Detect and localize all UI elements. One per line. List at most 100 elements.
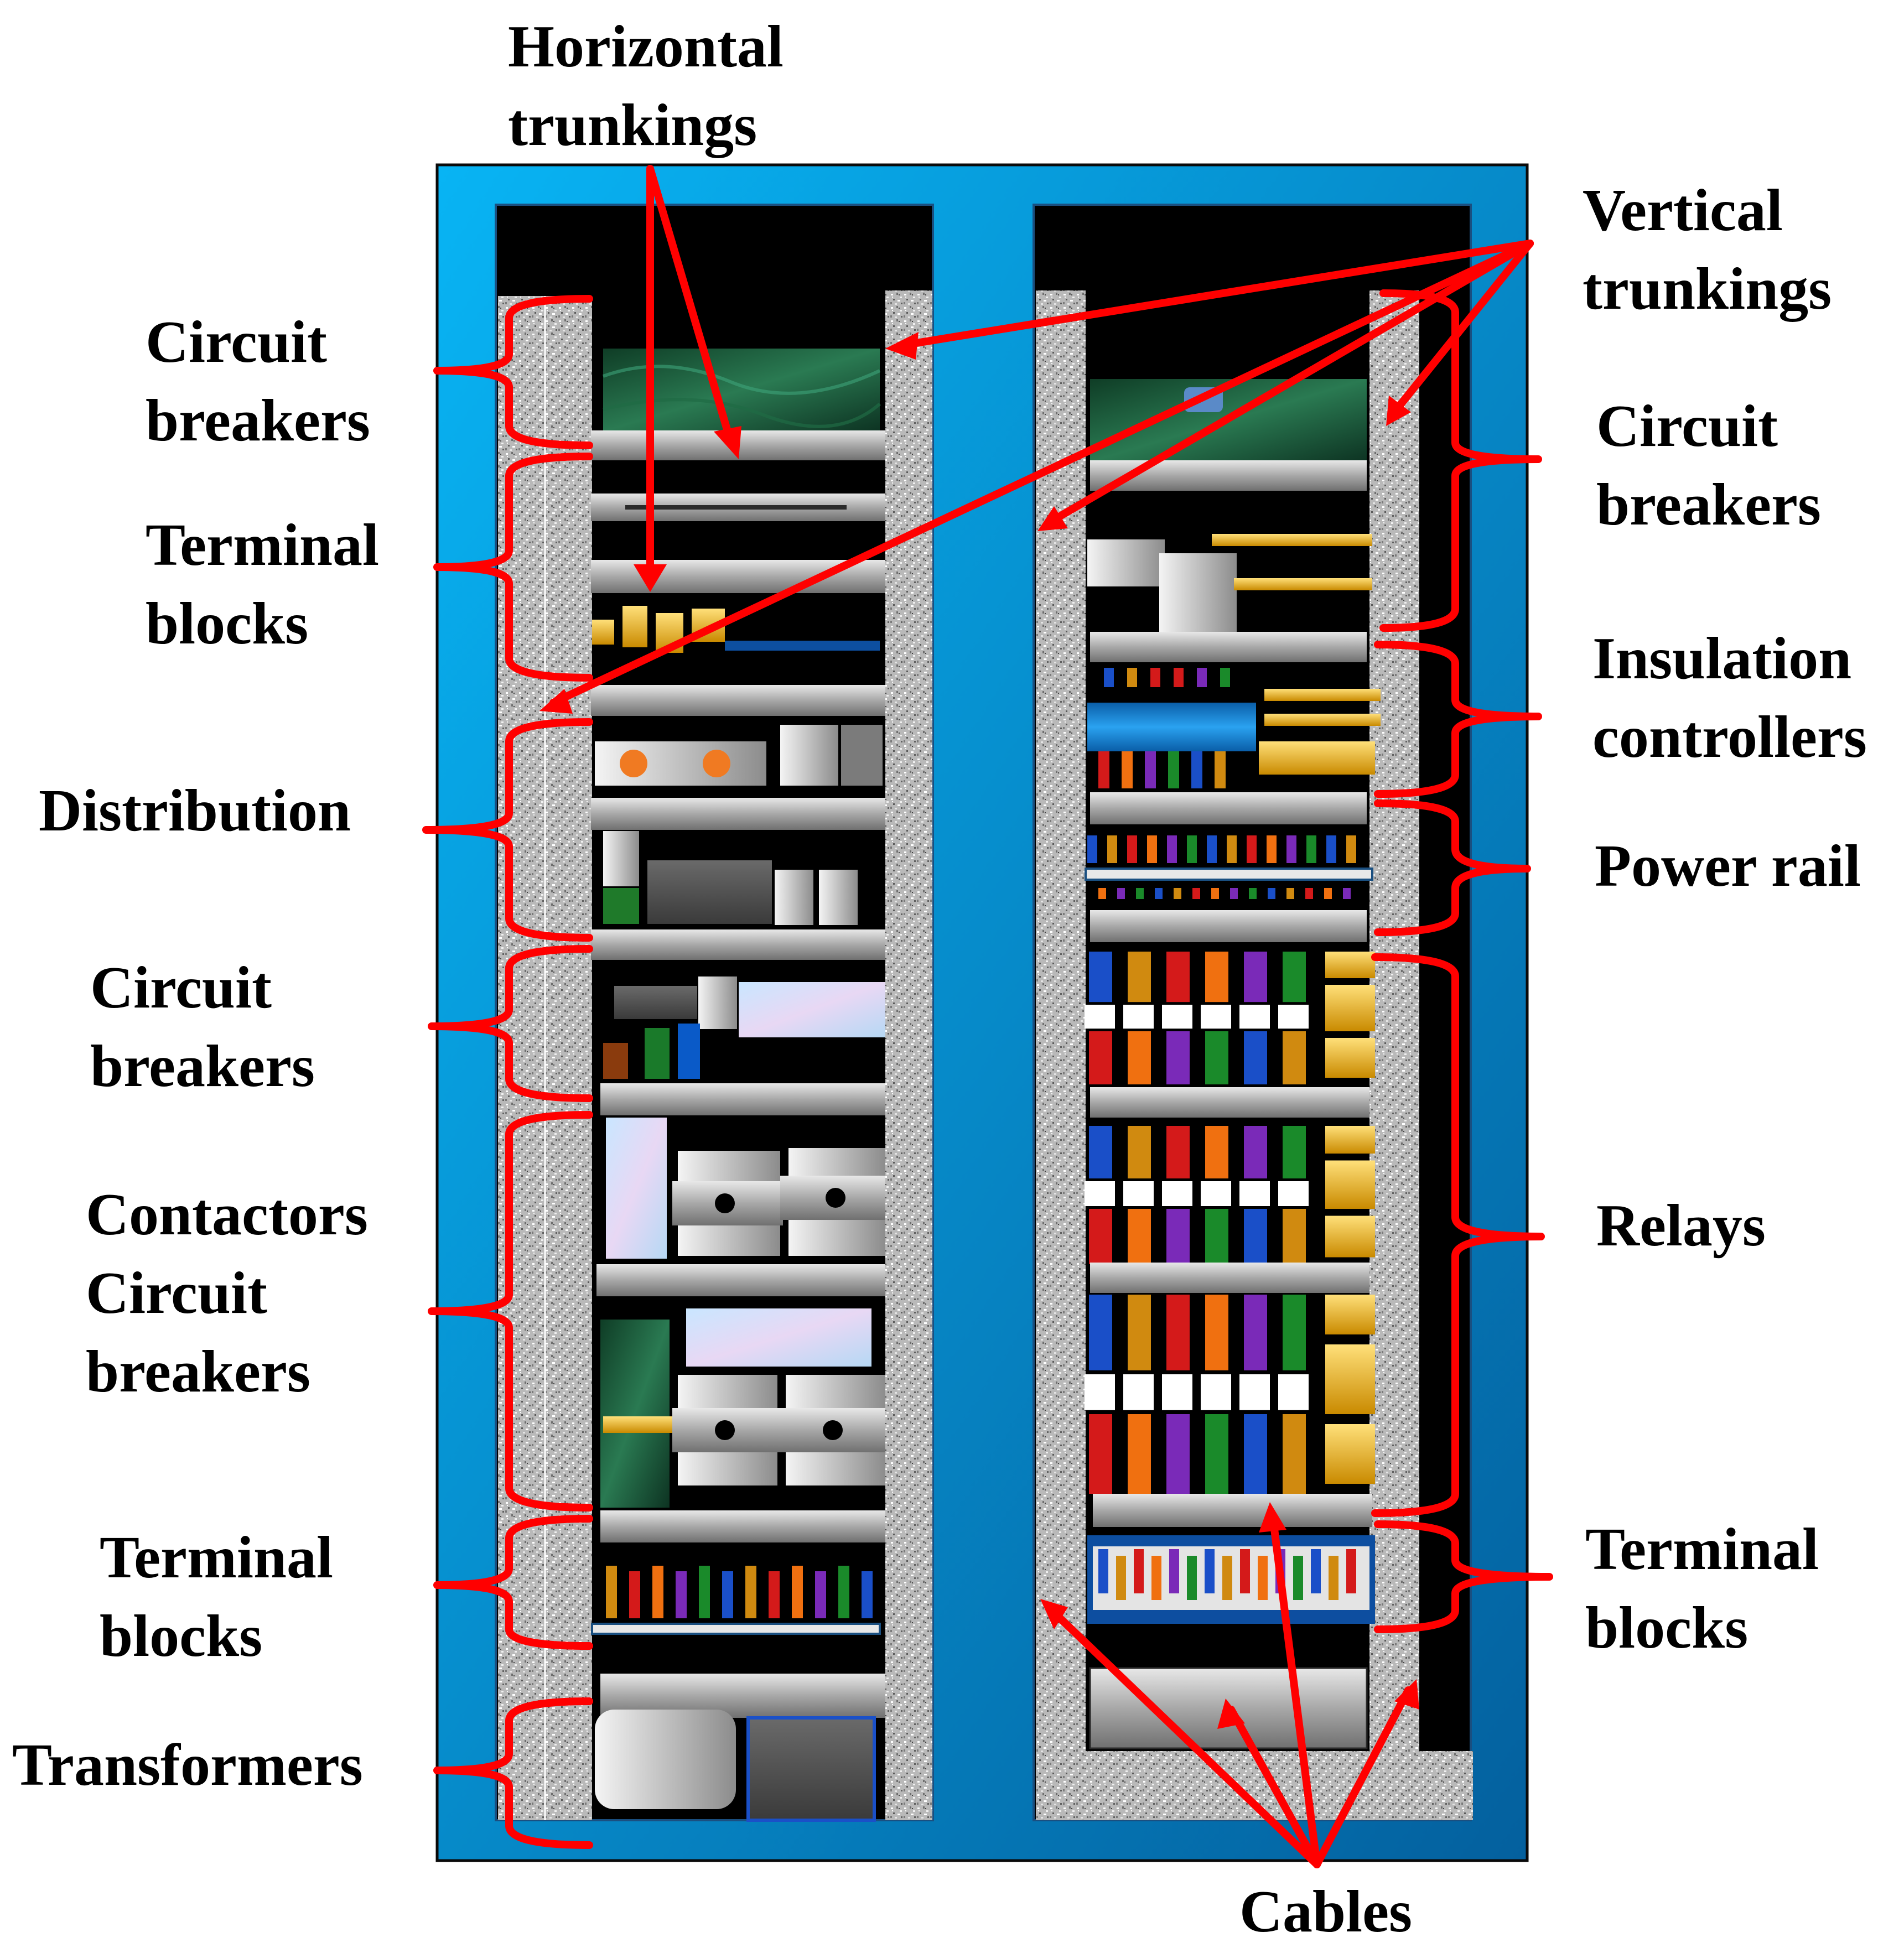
relay-bottom	[1166, 1031, 1190, 1084]
label-line: Circuit	[90, 955, 272, 1021]
left-vertical-trunking-b	[545, 296, 592, 1820]
relay-top	[1244, 952, 1267, 1003]
power-rail-block	[1127, 835, 1137, 863]
power-rail-block	[1249, 888, 1257, 899]
label-line: Relays	[1596, 1193, 1766, 1259]
terminal-block	[652, 1566, 663, 1618]
relay-top	[1089, 952, 1112, 1003]
relay-top	[1244, 1295, 1267, 1370]
label-line: breakers	[146, 388, 370, 454]
terminal-block	[1346, 1549, 1356, 1593]
right-horizontal-trunking-4	[1090, 910, 1367, 942]
right-insulation-controllers	[1098, 668, 1230, 788]
insulation-marker	[1174, 668, 1184, 687]
right-relays	[1085, 952, 1375, 1494]
insulation-marker	[1220, 668, 1230, 687]
right-horizontal-trunking-5	[1090, 1087, 1369, 1118]
left-horizontal-trunking-4	[591, 685, 885, 716]
power-rail-block	[1207, 835, 1217, 863]
relay-band	[1123, 1005, 1154, 1029]
label-line: Distribution	[39, 778, 351, 844]
relay-band	[1085, 1374, 1115, 1410]
terminal-block	[1116, 1556, 1126, 1600]
terminal-block	[1187, 1556, 1197, 1600]
insulation-marker	[1098, 750, 1109, 788]
relay-band	[1201, 1374, 1231, 1410]
label-line: Insulation	[1592, 626, 1852, 692]
relay-band	[1123, 1181, 1154, 1206]
right-horizontal-trunking-3	[1090, 792, 1367, 824]
insulation-marker	[1127, 668, 1137, 687]
power-rail-block	[1211, 888, 1219, 899]
terminal-block	[1258, 1556, 1268, 1600]
label-horizontal-trunkings: Horizontal trunkings	[508, 8, 784, 165]
relay-bottom	[1089, 1031, 1112, 1084]
label-line: Terminal	[146, 512, 380, 578]
insulation-marker	[1150, 668, 1160, 687]
relay-yellow	[1325, 1295, 1375, 1334]
power-rail-block	[1187, 835, 1197, 863]
relay-bottom	[1283, 1414, 1306, 1494]
terminal-block	[792, 1566, 803, 1618]
terminal-block	[745, 1566, 756, 1618]
power-rail-block	[1326, 835, 1336, 863]
relay-top	[1089, 1126, 1112, 1178]
terminal-block	[1329, 1556, 1338, 1600]
power-rail-block	[1087, 835, 1097, 863]
terminal-block	[1151, 1556, 1161, 1600]
label-line: Terminal	[100, 1525, 334, 1591]
relay-top	[1244, 1126, 1267, 1178]
annotation-arrows	[549, 165, 1534, 1868]
label-line: blocks	[146, 591, 309, 657]
label-left-terminal-blocks-2: Terminal blocks	[100, 1519, 333, 1676]
relay-bottom	[1283, 1209, 1306, 1264]
label-line: trunkings	[1583, 256, 1832, 322]
terminal-block	[606, 1566, 617, 1618]
left-terminal-blocks-2	[606, 1566, 873, 1618]
power-rail-block	[1305, 888, 1313, 899]
insulation-marker	[1168, 750, 1179, 788]
label-line: breakers	[86, 1339, 310, 1405]
terminal-block	[862, 1571, 873, 1618]
relay-top	[1205, 1126, 1228, 1178]
insulation-marker	[1215, 750, 1226, 788]
relay-band	[1123, 1374, 1154, 1410]
label-line: Horizontal	[508, 14, 784, 80]
relay-top	[1166, 952, 1190, 1003]
terminal-block	[1169, 1549, 1179, 1593]
power-rail-block	[1227, 835, 1237, 863]
insulation-marker	[1122, 750, 1133, 788]
insulation-marker	[1191, 750, 1202, 788]
terminal-block	[815, 1571, 826, 1618]
relay-band	[1085, 1181, 1115, 1206]
left-transformer-2	[746, 1716, 876, 1822]
power-rail-block	[1343, 888, 1351, 899]
relay-bottom	[1244, 1209, 1267, 1264]
relay-bottom	[1205, 1209, 1228, 1264]
relay-bottom	[1128, 1209, 1151, 1264]
left-horizontal-trunking-7	[600, 1510, 885, 1542]
relay-top	[1283, 952, 1306, 1003]
terminal-block	[769, 1571, 780, 1618]
power-rail-block	[1147, 835, 1157, 863]
relay-band	[1239, 1374, 1270, 1410]
relay-bottom	[1244, 1031, 1267, 1084]
label-line: Transformers	[12, 1732, 363, 1798]
left-horizontal-trunking-6	[600, 1083, 885, 1115]
relay-bottom	[1283, 1031, 1306, 1084]
label-right-relays: Relays	[1596, 1187, 1766, 1265]
terminal-block	[1311, 1549, 1321, 1593]
relay-top	[1128, 1295, 1151, 1370]
label-left-terminal-blocks-1: Terminal blocks	[146, 506, 379, 663]
power-rail-block	[1346, 835, 1356, 863]
relay-top	[1166, 1126, 1190, 1178]
label-cables: Cables	[1239, 1873, 1412, 1951]
relay-bottom	[1089, 1209, 1112, 1264]
power-rail-block	[1286, 888, 1294, 899]
label-right-power-rail: Power rail	[1595, 827, 1861, 906]
right-horizontal-trunking-2	[1090, 632, 1367, 662]
label-left-circuit-breakers-1: Circuit breakers	[146, 303, 370, 460]
label-line: Vertical	[1583, 178, 1783, 243]
label-vertical-trunkings: Vertical trunkings	[1583, 172, 1832, 329]
